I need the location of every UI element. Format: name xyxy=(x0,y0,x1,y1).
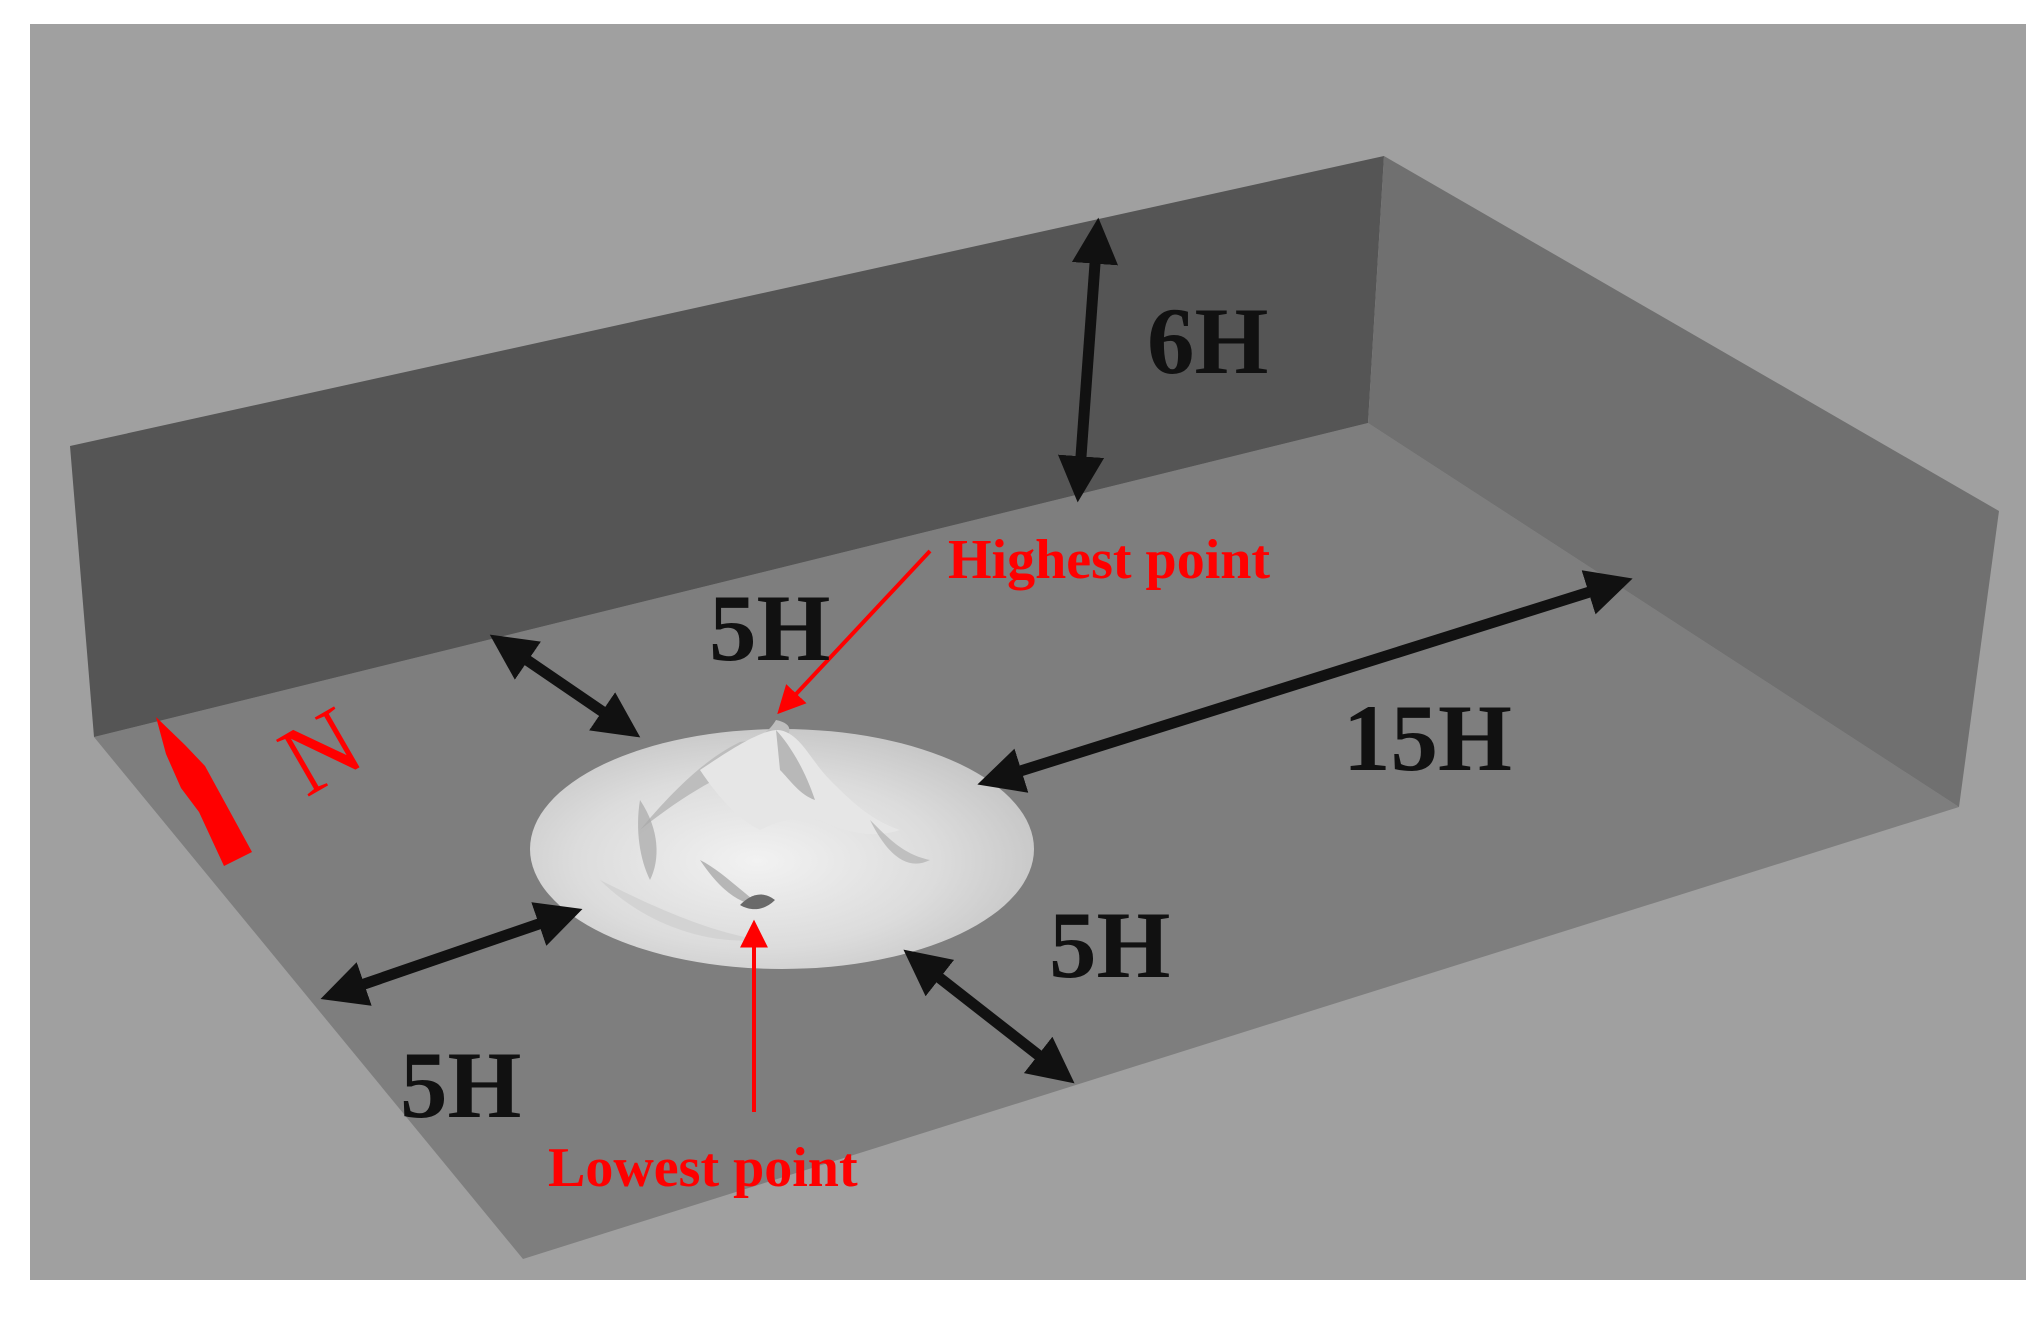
dimension-arrows xyxy=(320,217,1633,1084)
highest-point-pointer xyxy=(777,549,932,715)
east-gap-label: 5H xyxy=(1049,892,1170,998)
downstream-arrow xyxy=(977,570,1633,793)
back-wall xyxy=(70,156,1384,737)
west-gap-label: 5H xyxy=(400,1032,521,1138)
downstream-label: 15H xyxy=(1343,685,1512,791)
east-gap-arrow xyxy=(903,949,1075,1084)
lowest-point-label: Lowest point xyxy=(548,1137,858,1199)
side-wall xyxy=(1368,156,1999,807)
north-arrow-icon xyxy=(156,717,252,866)
point-pointers xyxy=(740,549,932,1112)
height-label: 6H xyxy=(1147,288,1268,394)
west-gap-arrow xyxy=(320,902,583,1006)
north-gap-arrow xyxy=(489,634,641,738)
north-gap-label: 5H xyxy=(709,575,830,681)
highest-point-label: Highest point xyxy=(948,529,1270,591)
terrain-hill xyxy=(530,720,1034,969)
height-arrow xyxy=(1057,217,1119,503)
